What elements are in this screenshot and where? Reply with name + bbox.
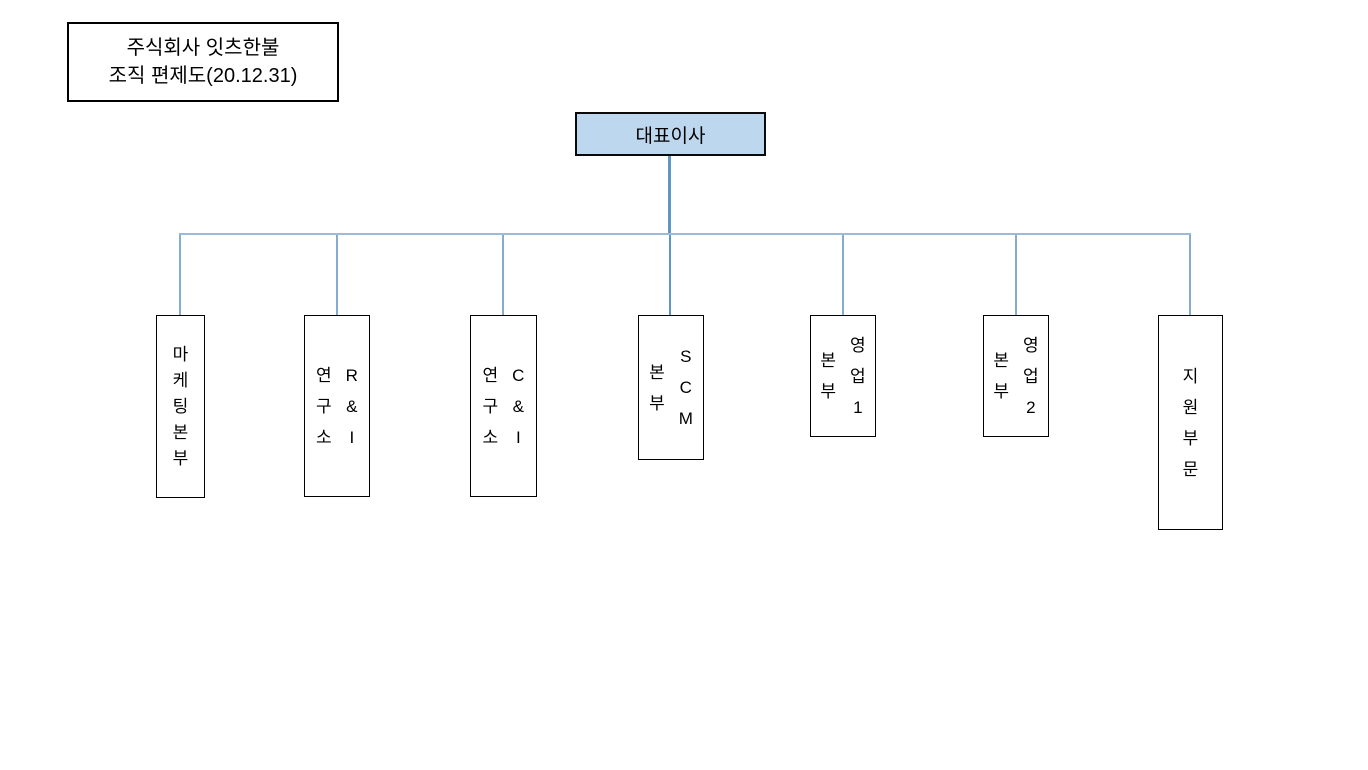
connector-drop-scm (669, 235, 671, 315)
connector-drop-ci-lab (502, 235, 504, 315)
chart-title-line1: 주식회사 잇츠한불 (126, 37, 280, 59)
dept-label-column: C&I (512, 365, 525, 447)
connector-horizontal-bus (179, 233, 1191, 235)
chart-title-box[interactable]: 주식회사 잇츠한불 조직 편제도(20.12.31) (67, 22, 339, 102)
node-ceo[interactable]: 대표이사 (575, 112, 766, 156)
connector-drop-support (1189, 235, 1191, 315)
dept-label-column: R&I (345, 365, 358, 447)
node-ceo-label: 대표이사 (635, 125, 706, 147)
connector-drop-marketing (179, 235, 181, 315)
connector-drop-sales2 (1015, 235, 1017, 315)
connector-drop-ri-lab (336, 235, 338, 315)
connector-drop-sales1 (842, 235, 844, 315)
connector-ceo-stem (668, 156, 671, 234)
chart-title-line2: 조직 편제도(20.12.31) (108, 65, 298, 87)
